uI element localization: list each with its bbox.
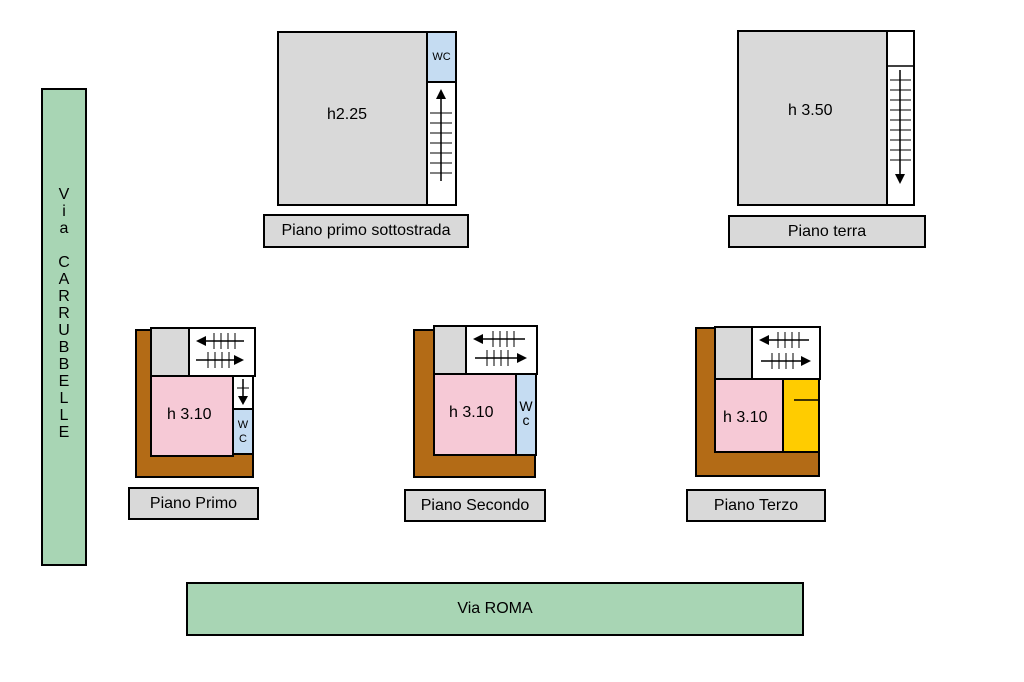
floor-label-terzo: Piano Terzo: [686, 489, 826, 522]
wc-label-secondo-top: W: [519, 398, 533, 414]
stairs-arrow-down-icon: [887, 65, 914, 184]
height-secondo: h 3.10: [449, 404, 494, 421]
arrow-down-icon: [237, 379, 249, 405]
height-primo: h 3.10: [167, 406, 212, 423]
room-wc-secondo: W c: [515, 373, 537, 456]
floor-label-terra-text: Piano terra: [787, 222, 867, 240]
height-terzo: h 3.10: [723, 409, 768, 426]
street-letter: B: [58, 339, 70, 356]
room-small-secondo: [433, 325, 467, 375]
room-wc-primo: W C: [232, 408, 254, 455]
stairs-arrows-icon: [196, 333, 244, 368]
street-letter: R: [58, 288, 70, 305]
street-letter: C: [58, 254, 70, 271]
street-letter: a: [59, 220, 69, 237]
stairs-arrows-icon: [473, 331, 527, 366]
street-letter: U: [58, 322, 70, 339]
room-main-terzo: [714, 378, 784, 453]
floor-label-sottostrada: Piano primo sottostrada: [263, 214, 469, 248]
stairs-arrows-icon: [759, 332, 811, 369]
height-terra: h 3.50: [788, 102, 833, 119]
street-letter: E: [58, 373, 70, 390]
street-letter: V: [58, 186, 70, 203]
street-via-roma: Via ROMA: [186, 582, 804, 636]
street-letter: R: [58, 305, 70, 322]
wc-label-primo-top: W: [237, 419, 249, 431]
floor-label-secondo-text: Piano Secondo: [420, 496, 530, 514]
floor-label-sottostrada-text: Piano primo sottostrada: [281, 222, 451, 239]
street-letter-gap: [43, 237, 85, 254]
room-small-terzo: [714, 326, 753, 380]
floor-label-terzo-text: Piano Terzo: [713, 496, 799, 514]
floor-label-primo: Piano Primo: [128, 487, 259, 520]
street-letter: E: [58, 424, 70, 441]
floor-label-primo-text: Piano Primo: [149, 494, 238, 512]
street-letter: A: [58, 271, 70, 288]
room-main-secondo: [433, 373, 517, 456]
street-letter: B: [58, 356, 70, 373]
yellow-room-mark: [794, 399, 818, 401]
height-sottostrada: h2.25: [327, 106, 368, 123]
street-letter: i: [62, 203, 66, 220]
room-wc-sottostrada: WC: [426, 31, 457, 83]
floor-label-terra: Piano terra: [728, 215, 926, 248]
street-letter: L: [59, 407, 69, 424]
street-letter: L: [59, 390, 69, 407]
room-main-sottostrada: [277, 31, 428, 206]
wc-label-sottostrada: WC: [432, 51, 451, 63]
wc-label-secondo-bottom: c: [522, 412, 530, 428]
wc-label-primo-bottom: C: [239, 433, 247, 445]
street-via-roma-label: Via ROMA: [457, 600, 533, 617]
room-yellow-terzo: [782, 378, 820, 453]
floor-label-secondo: Piano Secondo: [404, 489, 546, 522]
room-small-primo: [150, 327, 190, 377]
stairs-arrow-up-icon: [430, 89, 452, 181]
